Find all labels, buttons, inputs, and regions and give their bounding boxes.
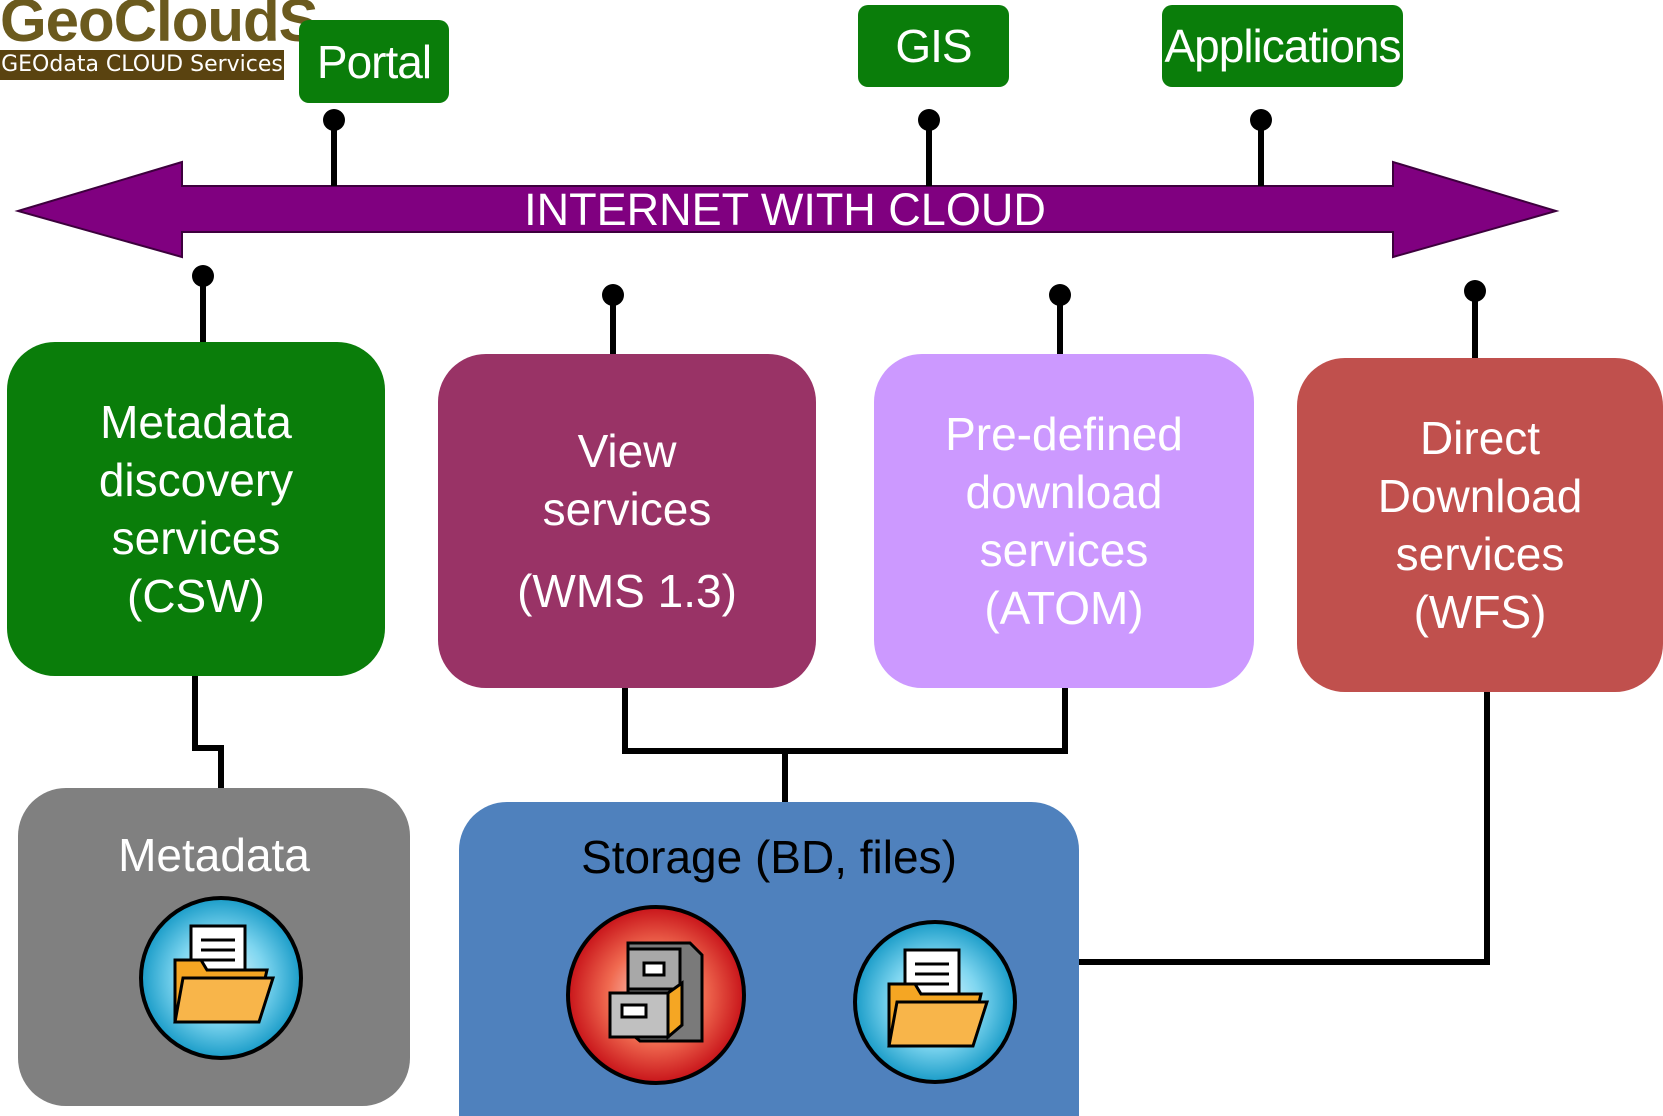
storage-store-label: Storage (BD, files) [581,831,957,883]
storage-store: Storage (BD, files) [459,802,1079,1116]
internet-arrow-label: INTERNET WITH CLOUD [524,184,1046,235]
gis-label: GIS [895,20,972,72]
portal-node: Portal [299,20,449,103]
link-csw-metadata [192,675,224,818]
predefined-line1: Pre-defined [945,408,1183,460]
metadata-discovery-line4: (CSW) [127,570,265,622]
view-line2: services [542,483,712,535]
direct-line2: Download [1377,470,1583,522]
direct-line3: services [1395,528,1565,580]
view-line1: View [577,425,677,477]
geoclouds-logo: GeoCloudS GEOdata CLOUD Services [0,0,319,80]
applications-node: Applications [1162,5,1403,87]
direct-line1: Direct [1419,412,1541,464]
direct-line4: (WFS) [1413,586,1547,638]
direct-download-services: Direct Download services (WFS) [1297,358,1663,692]
logo-subtitle: GEOdata CLOUD Services [0,50,284,80]
predefined-line3: services [979,524,1149,576]
view-line3: (WMS 1.3) [517,565,737,617]
metadata-store-label: Metadata [118,829,310,881]
metadata-discovery-line1: Metadata [100,396,292,448]
portal-label: Portal [316,35,432,88]
internet-arrow [14,160,1560,259]
link-direct-storage [1078,690,1490,965]
logo-title: GeoCloudS [0,0,319,54]
predefined-line2: download [965,466,1163,518]
applications-label: Applications [1164,20,1401,72]
link-view-predefined [622,688,1068,754]
predefined-download-services: Pre-defined download services (ATOM) [874,354,1254,688]
metadata-discovery-services: Metadata discovery services (CSW) [7,342,385,676]
metadata-discovery-line2: discovery [98,454,294,506]
predefined-line4: (ATOM) [984,582,1144,634]
metadata-store: Metadata [18,788,410,1106]
view-services: View services (WMS 1.3) [438,354,816,688]
gis-node: GIS [858,5,1009,87]
metadata-discovery-line3: services [111,512,281,564]
